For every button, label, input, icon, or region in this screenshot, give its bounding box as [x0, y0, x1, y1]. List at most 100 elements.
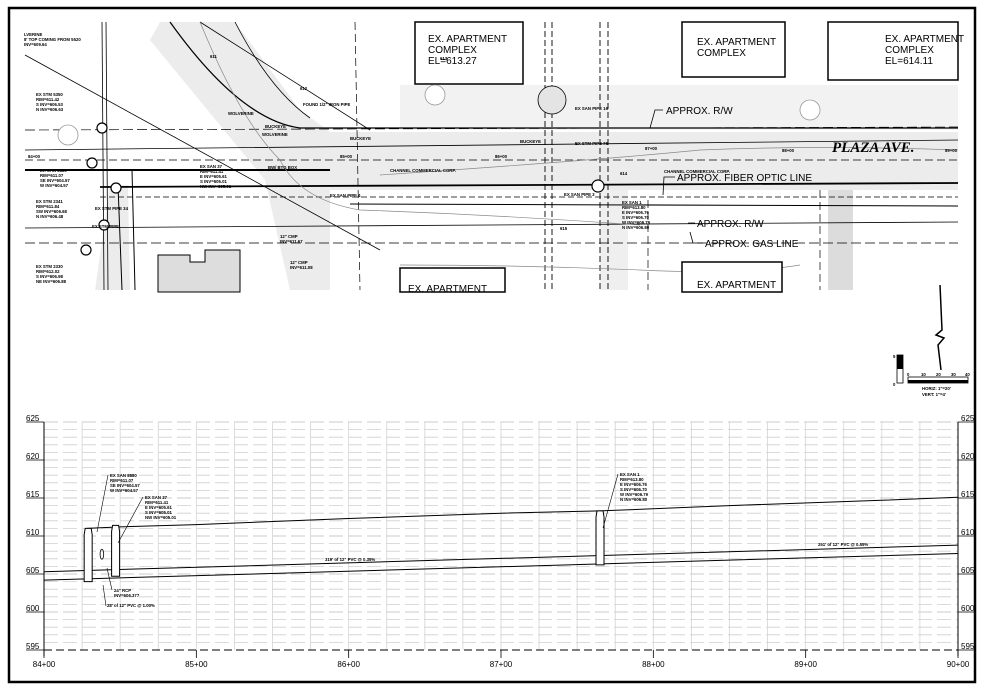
plan-label: BUCKEYE [350, 136, 371, 141]
road-edge [234, 21, 311, 119]
x-tick-label: 85+00 [185, 660, 208, 669]
station-label: 85+00 [340, 154, 353, 159]
y-tick-label-right: 605 [961, 566, 975, 575]
x-tick-label: 88+00 [642, 660, 665, 669]
scale-tick: 20 [936, 372, 941, 377]
scale-horiz: HORIZ: 1"=20' [922, 386, 951, 391]
fiber-line [99, 182, 959, 188]
tree-icon [57, 124, 79, 146]
rcp-crossing [99, 548, 105, 560]
plan-line [117, 169, 136, 291]
tree-icon [537, 85, 567, 115]
plan-line [349, 203, 959, 207]
road-surface [150, 22, 958, 290]
plan-label: BUCKEYE [520, 139, 541, 144]
pipe-label: 319' of 12" PVC @ 0.35% [325, 557, 375, 562]
building-label: EX. APARTMENT [408, 284, 487, 295]
driveway-mid [600, 190, 628, 290]
plan-label: EX STM PIPE [92, 224, 119, 229]
plan-label: WOLVERINE [262, 132, 288, 137]
scale-vert: VERT: 1"=4' [922, 392, 946, 397]
x-tick-label: 89+00 [794, 660, 817, 669]
ground-profile-line [86, 496, 959, 529]
driveway-east [828, 190, 853, 290]
manhole-profile [83, 527, 93, 583]
scale-tick: 30 [951, 372, 956, 377]
overhead-line [24, 54, 381, 251]
north-arrow-icon [934, 284, 946, 371]
profile-marks [43, 496, 959, 583]
plan-label: EX SAN PIPE 4 [330, 193, 361, 198]
y-tick-label-left: 610 [26, 528, 40, 537]
y-tick-label-right: 610 [961, 528, 975, 537]
contour-label: 613 [440, 56, 448, 61]
y-tick-label-right: 615 [961, 490, 975, 499]
y-tick-label-left: 625 [26, 414, 40, 423]
storm-pipe [101, 21, 109, 291]
plan-label: EX SAN PIPE 3 [564, 192, 595, 197]
plan-label: CHANNEL COMMERCIAL CORP. [390, 168, 456, 173]
station-label: 88+00 [782, 148, 795, 153]
leader-line [96, 474, 109, 533]
street-name: PLAZA AVE. [832, 140, 915, 156]
leader-line [117, 496, 144, 544]
station-label: 86+00 [495, 154, 508, 159]
leader-line [602, 473, 619, 529]
manhole-icon [96, 122, 108, 134]
x-tick-label: 84+00 [33, 660, 56, 669]
gas-callout: APPROX. GAS LINE [705, 239, 799, 250]
manhole-icon [98, 219, 110, 231]
plan-label: BUCKEYE [265, 124, 286, 129]
scale-tick: 0 [907, 372, 910, 377]
x-tick-label: 87+00 [490, 660, 513, 669]
north-arrow-scale: 0 10 20 30 40 5 0 HORIZ: 1"=20' VERT: 1"… [893, 284, 970, 397]
manhole-profile [111, 524, 121, 577]
scale-tick: 40 [965, 372, 970, 377]
contour [199, 21, 641, 226]
building-outline [681, 261, 783, 293]
pipe-label: 251' of 12" PVC @ 0.55% [818, 542, 868, 547]
y-tick-label-right: 620 [961, 452, 975, 461]
building-outline [414, 21, 524, 85]
pipe-crown-line [43, 544, 959, 573]
contour-label: 611 [210, 54, 218, 59]
horizontal-scale-bar-fill [908, 380, 968, 383]
pipe-label: 28' of 12" PVC @ 1.00% [107, 603, 155, 608]
building-hatched [157, 249, 241, 293]
plan-label: CHANNEL COMMERCIAL CORP. [664, 169, 730, 174]
manhole-icon [80, 244, 92, 256]
tree-icon [799, 99, 821, 121]
fiber-callout: APPROX. FIBER OPTIC LINE [677, 173, 812, 184]
sheet-border [7, 6, 977, 684]
contour-label: 615 [560, 226, 568, 231]
plan-line [354, 21, 821, 291]
manhole-icon [591, 179, 605, 193]
manhole-profile [595, 510, 605, 566]
plan-label: WOLVERINE [228, 111, 254, 116]
leader-line [649, 109, 703, 244]
plan-label: FOUND 1/2" IRON PIPE [303, 102, 351, 107]
manhole-icon [110, 182, 122, 194]
y-tick-label-left: 615 [26, 490, 40, 499]
building-outline [399, 267, 506, 293]
plan-label: EX STM PIPE 34 [95, 206, 129, 211]
station-label: 89+00 [945, 148, 958, 153]
plan-line [24, 126, 959, 131]
x-tick-label: 86+00 [337, 660, 360, 669]
